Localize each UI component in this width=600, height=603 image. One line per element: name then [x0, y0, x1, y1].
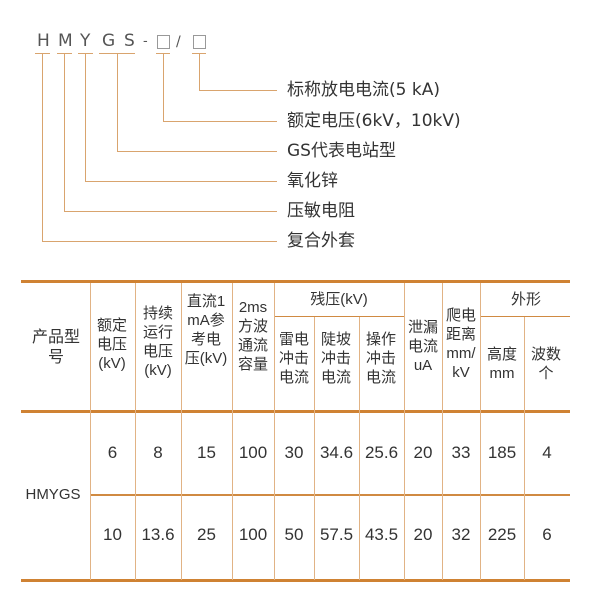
legend-varistor: 压敏电阻: [287, 201, 355, 221]
header-continuous-voltage: 持续运行电压(kV): [142, 305, 173, 379]
column-line: [404, 283, 405, 580]
header-model: 产品型号: [32, 329, 81, 366]
table-cell: 4: [542, 443, 552, 462]
table-bottom-border: [21, 579, 570, 582]
table-cell: 33: [451, 443, 471, 462]
connector-line: [42, 54, 43, 242]
code-letter-s: S: [124, 31, 135, 51]
column-line: [135, 283, 136, 580]
column-line: [181, 283, 182, 580]
underline: [192, 53, 206, 54]
underline: [78, 53, 93, 54]
table-cell: 30: [284, 443, 304, 462]
placeholder-box-current: [193, 35, 206, 49]
table-cell: 15: [197, 443, 216, 462]
table-cell: 57.5: [319, 525, 354, 544]
table-header-border: [21, 410, 570, 413]
table-cell: 225: [487, 525, 517, 544]
code-letter-y: Y: [80, 31, 91, 51]
underline: [35, 53, 50, 54]
legend-nominal-current: 标称放电电流(5 kA): [287, 80, 440, 100]
connector-line: [117, 151, 277, 152]
header-residual-voltage: 残压(kV): [310, 291, 368, 308]
table-cell: 25: [197, 525, 216, 544]
connector-line: [64, 54, 65, 212]
table-cell: 6: [107, 443, 118, 462]
header-leakage-current: 泄漏电流uA: [407, 319, 438, 374]
table-cell: 6: [542, 525, 552, 544]
connector-line: [163, 54, 164, 122]
table-cell: 100: [238, 443, 268, 462]
column-line: [314, 317, 315, 580]
underline: [156, 53, 170, 54]
subheader-divider: [274, 316, 404, 317]
code-dash: -: [143, 34, 148, 49]
table-cell: 34.6: [319, 443, 354, 462]
subheader-divider: [480, 316, 570, 317]
table-cell: 13.6: [141, 525, 175, 544]
table-cell: 20: [413, 443, 433, 462]
code-letter-m: M: [58, 31, 73, 51]
table-cell: 10: [103, 525, 122, 544]
column-line: [274, 283, 275, 580]
column-line: [359, 317, 360, 580]
header-dc-reference-voltage: 直流1mA参考电压(kV): [184, 293, 228, 367]
header-height: 高度mm: [486, 346, 517, 382]
table-cell: 43.5: [364, 525, 399, 544]
table-cell: 25.6: [364, 443, 399, 462]
connector-line: [199, 54, 200, 91]
connector-line: [42, 241, 277, 242]
connector-line: [85, 181, 277, 182]
legend-composite-housing: 复合外套: [287, 231, 355, 251]
column-line: [524, 317, 525, 580]
header-sheds: 波数个: [530, 346, 561, 382]
header-steep-impulse: 陡坡冲击电流: [320, 331, 351, 386]
table-cell: 20: [413, 525, 433, 544]
connector-line: [64, 211, 277, 212]
table-cell: 185: [487, 443, 517, 462]
table-cell: 50: [284, 525, 304, 544]
header-switching-impulse: 操作冲击电流: [365, 331, 396, 386]
model-name-cell: HMYGS: [25, 486, 81, 503]
connector-line: [85, 54, 86, 182]
table-cell: 100: [238, 525, 268, 544]
underline: [99, 53, 135, 54]
code-letter-g: G: [102, 31, 116, 51]
connector-line: [199, 90, 277, 91]
legend-rated-voltage: 额定电压(6kV，10kV): [287, 111, 461, 131]
table-cell: 32: [451, 525, 471, 544]
underline: [57, 53, 72, 54]
header-shape: 外形: [510, 291, 541, 308]
header-square-wave-capacity: 2ms方波通流容量: [237, 299, 268, 373]
row-divider: [90, 494, 570, 496]
header-lightning-impulse: 雷电冲击电流: [278, 331, 309, 386]
table-top-border: [21, 280, 570, 283]
legend-zinc-oxide: 氧化锌: [287, 171, 338, 191]
code-slash: /: [176, 34, 181, 50]
placeholder-box-voltage: [157, 35, 170, 49]
code-letter-h: H: [37, 31, 50, 51]
connector-line: [117, 54, 118, 152]
header-rated-voltage: 额定电压(kV): [96, 317, 127, 372]
table-cell: 8: [153, 443, 163, 462]
legend-station-type: GS代表电站型: [287, 141, 396, 161]
header-creepage-distance: 爬电距离mm/kV: [445, 307, 476, 381]
column-line: [232, 283, 233, 580]
connector-line: [163, 121, 277, 122]
column-line: [442, 283, 443, 580]
column-line: [480, 283, 481, 580]
column-line: [90, 283, 91, 580]
